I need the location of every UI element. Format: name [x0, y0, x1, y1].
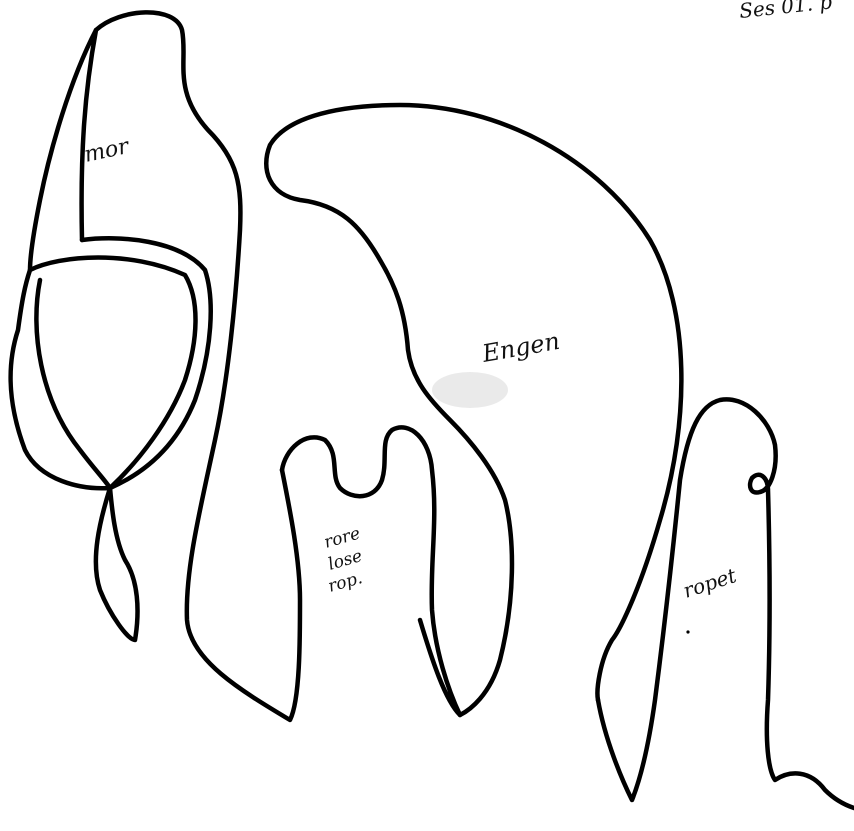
- middle-notch-shape-outline: [282, 427, 460, 715]
- label-engen: Engen: [479, 327, 562, 368]
- left-round-inner-curve: [36, 280, 110, 488]
- left-tail-outline: [96, 488, 138, 640]
- label-mor: mor: [82, 134, 132, 168]
- annotation-top-right: Ses 01. p: [738, 0, 833, 23]
- smudge-mark: [432, 372, 508, 408]
- label-ropet: ropet: [680, 563, 740, 603]
- left-tall-shape-outline: [96, 12, 300, 720]
- right-hook-shape-outline: [598, 399, 854, 808]
- ink-dot: [686, 630, 689, 633]
- crescent-shape-outline: [266, 105, 681, 715]
